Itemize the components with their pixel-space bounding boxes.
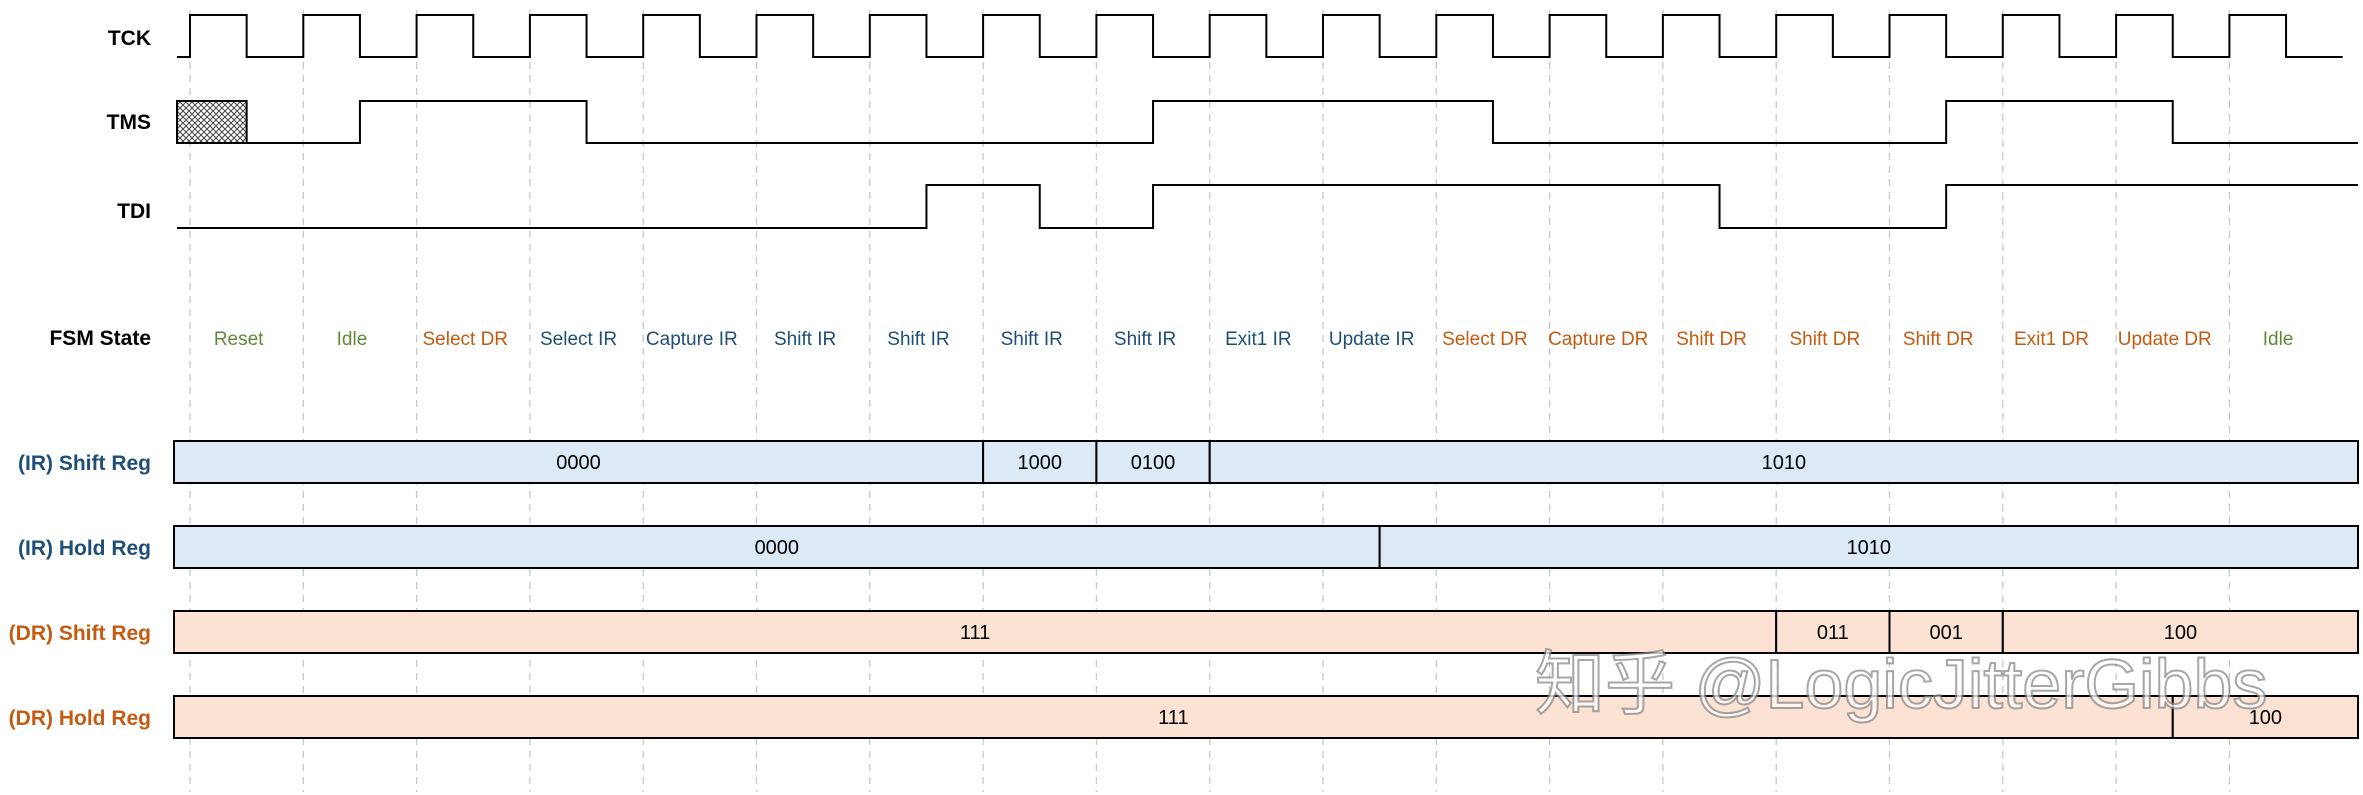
- register-label: (IR) Shift Reg: [18, 452, 151, 475]
- fsm-state: Shift IR: [774, 329, 836, 350]
- tck-waveform: [177, 14, 2343, 58]
- fsm-state: Select DR: [1442, 329, 1528, 350]
- fsm-state: Idle: [337, 329, 368, 350]
- fsm-state: Select DR: [422, 329, 508, 350]
- register-segment: [173, 695, 2174, 739]
- register-value: 111: [1158, 707, 1188, 729]
- register-value: 0000: [556, 452, 601, 474]
- fsm-state: Exit1 DR: [2014, 329, 2089, 350]
- register-value: 100: [2249, 707, 2282, 729]
- fsm-state: Reset: [214, 329, 264, 350]
- tms-trace: [246, 100, 2358, 144]
- fsm-state: Shift IR: [887, 329, 949, 350]
- register-segment: [1095, 440, 1211, 484]
- register-value: 1010: [1762, 452, 1807, 474]
- register-value: 0000: [755, 537, 800, 559]
- tdi-label: TDI: [117, 200, 151, 223]
- fsm-state: Update DR: [2118, 329, 2212, 350]
- register-segment: [1378, 525, 2359, 569]
- register-label: (DR) Hold Reg: [9, 707, 151, 730]
- tck-trace: [177, 14, 2343, 58]
- fsm-state: Shift DR: [1903, 329, 1974, 350]
- register-label: (DR) Shift Reg: [9, 622, 151, 645]
- register-segment: [1775, 610, 1891, 654]
- tdi-trace: [177, 184, 2358, 229]
- register-label: (IR) Hold Reg: [18, 537, 151, 560]
- fsm-state: Update IR: [1329, 329, 1415, 350]
- fsm-state: Select IR: [540, 329, 617, 350]
- fsm-state: Capture IR: [646, 329, 738, 350]
- fsm-state-label: FSM State: [49, 327, 151, 350]
- fsm-state: Shift DR: [1676, 329, 1747, 350]
- cycle-gridlines: [189, 10, 2231, 792]
- fsm-state: Shift IR: [1001, 329, 1063, 350]
- register-value: 111: [960, 622, 990, 644]
- register-segment: [173, 440, 985, 484]
- register-segment: [2001, 610, 2360, 654]
- tms-label: TMS: [107, 111, 151, 134]
- fsm-state-row: Reset Idle Select DR Select IR Capture IR Shi…: [214, 329, 2294, 350]
- fsm-state: Capture DR: [1548, 329, 1648, 350]
- register-value: 1000: [1018, 452, 1063, 474]
- tdi-waveform: [177, 184, 2358, 229]
- register-segment: [173, 610, 1778, 654]
- register-rows: (IR) Shift Reg 0000 1000 0100 1010 (IR) Hold …: [9, 440, 2360, 739]
- fsm-state: Shift DR: [1789, 329, 1860, 350]
- tck-label: TCK: [108, 27, 151, 50]
- register-value: 0100: [1131, 452, 1176, 474]
- fsm-state: Idle: [2263, 329, 2294, 350]
- fsm-state: Exit1 IR: [1225, 329, 1292, 350]
- register-segment: [173, 525, 1381, 569]
- register-value: 1010: [1847, 537, 1892, 559]
- register-value: 011: [1817, 622, 1849, 644]
- register-value: 001: [1929, 622, 1962, 644]
- tms-waveform: [176, 100, 2358, 144]
- register-segment: [1888, 610, 2004, 654]
- register-value: 100: [2164, 622, 2197, 644]
- register-segment: [2171, 695, 2359, 739]
- tms-unknown-region: [176, 100, 248, 144]
- fsm-state: Shift IR: [1114, 329, 1176, 350]
- watermark-text: 知乎 @LogicJitterGibbs: [1535, 645, 2267, 723]
- register-segment: [1208, 440, 2359, 484]
